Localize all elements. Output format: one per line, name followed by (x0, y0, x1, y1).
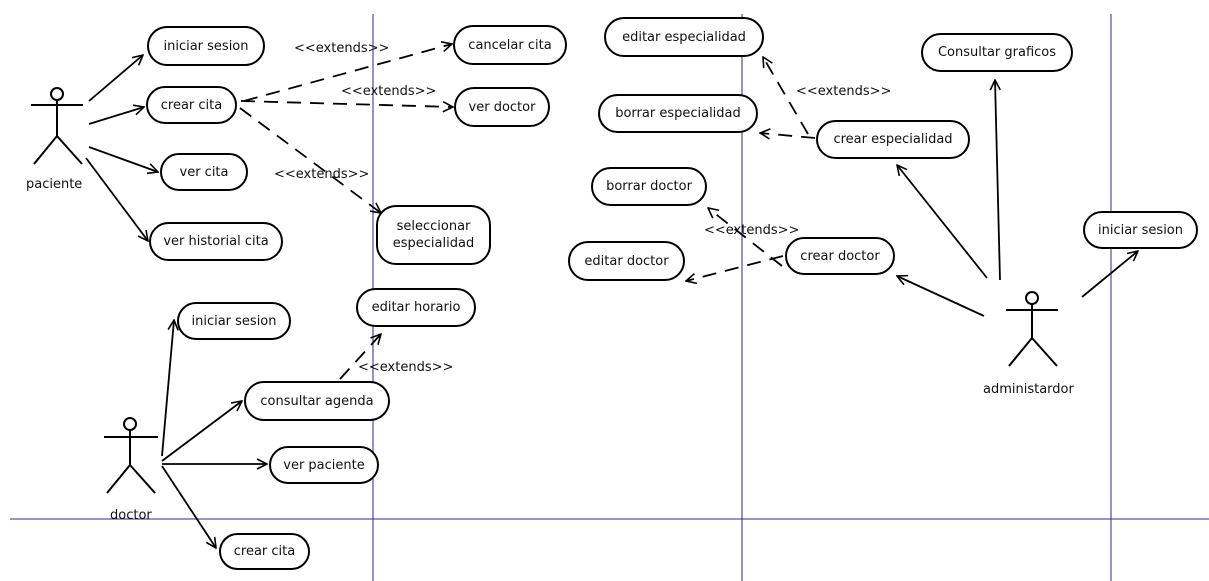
use-case-iniciar-sesion-admin[interactable]: iniciar sesion (1083, 211, 1198, 249)
use-case-editar-doctor[interactable]: editar doctor (568, 241, 685, 281)
assoc-admin-creardoc (897, 276, 985, 317)
assoc-doctor-agenda (161, 401, 242, 462)
use-case-editar-horario[interactable]: editar horario (356, 288, 476, 327)
extends-label: <<extends>> (274, 167, 370, 182)
use-case-ver-historial-cita[interactable]: ver historial cita (149, 222, 283, 261)
actor-admin-figure (1006, 291, 1058, 367)
use-case-borrar-doctor[interactable]: borrar doctor (591, 167, 707, 206)
assoc-paciente-hist (85, 157, 148, 241)
extends-lines (239, 44, 816, 380)
assoc-paciente-crear (88, 107, 144, 125)
extends-label: <<extends>> (294, 41, 390, 56)
use-case-editar-especialidad[interactable]: editar especialidad (604, 17, 764, 57)
extend-creardoc-editdoc (686, 255, 784, 281)
use-case-crear-especialidad[interactable]: crear especialidad (816, 120, 970, 159)
use-case-consultar-graficos[interactable]: Consultar graficos (921, 33, 1073, 72)
use-case-borrar-especialidad[interactable]: borrar especialidad (598, 94, 758, 133)
use-case-seleccionar-especialidad[interactable]: seleccionar especialidad (376, 205, 491, 265)
assoc-admin-crearesp (897, 165, 988, 279)
assoc-admin-graf (995, 80, 1000, 281)
actor-admin-name: administardor (983, 382, 1074, 397)
extends-label: <<extends>> (358, 360, 454, 375)
use-case-cancelar-cita[interactable]: cancelar cita (453, 25, 567, 65)
extend-crear-verdoctor (240, 100, 453, 107)
assoc-paciente-vercita (88, 146, 158, 172)
extend-crearesp-editesp (763, 57, 809, 135)
use-case-iniciar-sesion-paciente[interactable]: iniciar sesion (147, 26, 265, 66)
extend-agenda-edithorario (339, 334, 381, 380)
use-case-crear-cita-paciente[interactable]: crear cita (146, 86, 237, 124)
extend-crear-cancelar (243, 44, 452, 102)
use-case-ver-cita[interactable]: ver cita (160, 153, 248, 191)
assoc-admin-login (1081, 251, 1138, 298)
assoc-doctor-crear (161, 465, 216, 548)
extends-label: <<extends>> (341, 84, 437, 99)
assoc-doctor-login (161, 320, 174, 457)
assoc-paciente-login (88, 55, 143, 102)
extend-creardoc-borrdoc (708, 208, 783, 267)
extends-label: <<extends>> (796, 84, 892, 99)
actor-paciente-figure (31, 87, 83, 165)
extends-label: <<extends>> (704, 223, 800, 238)
extend-crearesp-borresp (760, 133, 816, 138)
use-case-crear-cita-doctor[interactable]: crear cita (219, 533, 310, 570)
use-case-ver-paciente[interactable]: ver paciente (269, 446, 379, 484)
actor-paciente-name: paciente (26, 177, 83, 192)
extend-crear-seleccionar (239, 107, 381, 213)
use-case-ver-doctor[interactable]: ver doctor (454, 87, 550, 127)
association-lines (85, 55, 1138, 548)
actor-doctor-name: doctor (110, 508, 152, 523)
use-case-consultar-agenda[interactable]: consultar agenda (244, 381, 390, 421)
use-case-iniciar-sesion-doctor[interactable]: iniciar sesion (177, 302, 291, 340)
use-case-crear-doctor[interactable]: crear doctor (785, 237, 895, 275)
actor-doctor-figure (104, 417, 158, 494)
